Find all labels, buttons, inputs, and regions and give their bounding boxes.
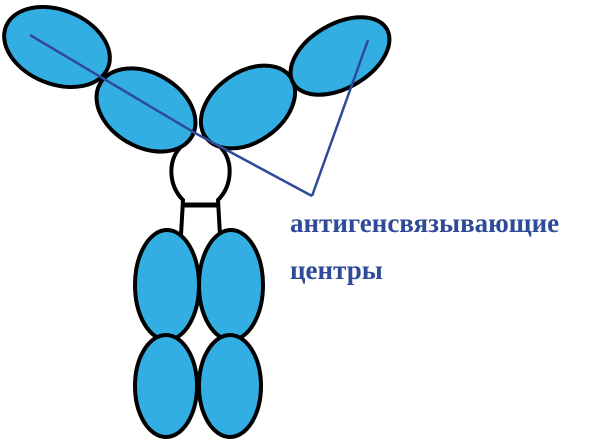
hinge-left-curve <box>171 148 183 235</box>
antigen-binding-sites-label-line-1: антигенсвязывающие <box>290 210 559 237</box>
stem-upper-left-domain <box>135 230 199 340</box>
stem-upper-right-domain <box>199 230 263 340</box>
stem-lower-right-domain <box>199 335 261 437</box>
stem-lower-left-domain <box>135 335 197 437</box>
antigen-binding-sites-label-line-2: центры <box>290 257 383 284</box>
hinge-right-curve <box>218 148 230 235</box>
hinge-region <box>171 148 229 235</box>
